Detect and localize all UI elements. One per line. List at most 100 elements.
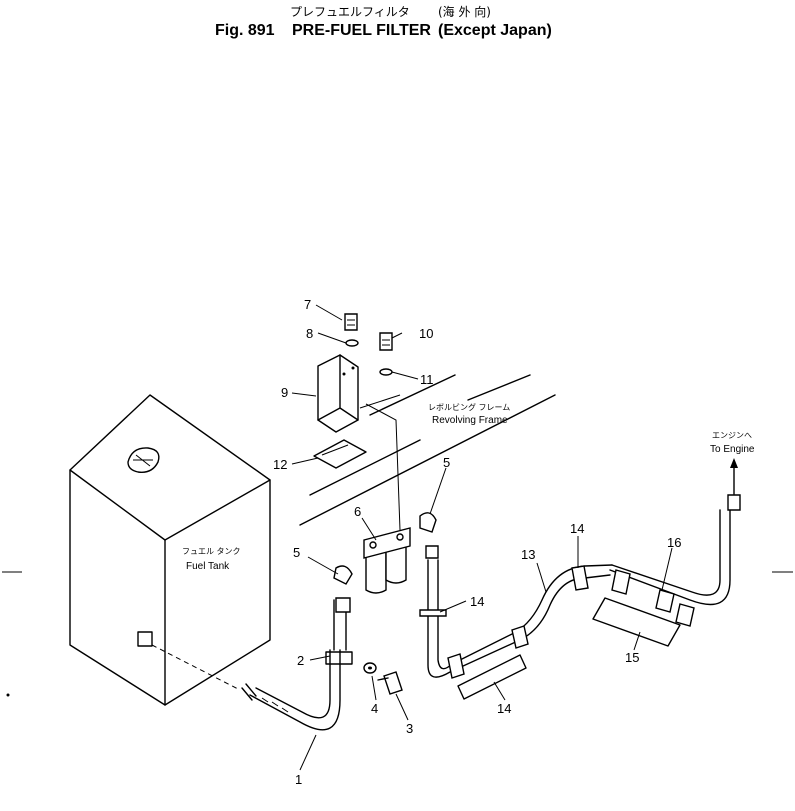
leader-9 — [291, 392, 317, 397]
bracket-to-filter-line — [365, 403, 401, 531]
callout-15: 15 — [625, 650, 639, 665]
callout-13: 13 — [521, 547, 535, 562]
tank-outlet-port — [137, 631, 153, 647]
leader-11 — [391, 371, 419, 380]
region-english: (Except Japan) — [438, 22, 552, 39]
fuel-tank: フュエル タンク Fuel Tank — [69, 394, 271, 706]
callout-14-upper: 14 — [470, 594, 484, 609]
callout-7: 7 — [304, 297, 311, 312]
engine-label-jp: エンジンへ — [712, 431, 752, 440]
leader-7 — [315, 304, 343, 321]
callout-11: 11 — [420, 372, 434, 387]
callout-5-left: 5 — [293, 545, 300, 560]
clamp-16-left — [611, 569, 631, 595]
bracket-assembly — [313, 313, 401, 531]
figure-title: プレフュエルフィルタ Fig. 891 PRE-FUEL FILTER (海 外… — [215, 4, 552, 39]
frame-label-en: Revolving Frame — [432, 415, 508, 426]
clamp-14-top — [571, 565, 589, 591]
bracket-9-edges — [317, 354, 359, 421]
frame-line-2 — [369, 374, 456, 416]
pipe-clamps-14 — [419, 565, 589, 700]
leader-16 — [661, 547, 673, 591]
engine-connection: エンジンへ To Engine — [710, 431, 755, 511]
callout-16: 16 — [667, 535, 681, 550]
riser-pipe-left — [333, 565, 353, 651]
bolt-7-thread — [347, 319, 355, 326]
leader-14-lower — [493, 681, 506, 701]
tank-cap-detail — [133, 454, 153, 467]
leader-13 — [536, 562, 547, 593]
leader-6 — [361, 517, 377, 541]
callout-4: 4 — [371, 701, 378, 716]
callout-5-right: 5 — [443, 455, 450, 470]
filter-port-b — [396, 533, 404, 541]
pre-fuel-filter — [363, 527, 411, 594]
clamp-assembly — [325, 651, 403, 695]
bolt-3-shank — [377, 677, 389, 681]
leader-14-upper — [439, 600, 467, 613]
tank-filler-cap — [127, 447, 160, 473]
bolt-10-thread — [382, 339, 390, 346]
frame-label-jp: レボルビング フレーム — [428, 402, 510, 412]
hose-1-braid — [261, 697, 289, 713]
callout-8: 8 — [306, 326, 313, 341]
hose-1-fitting — [241, 683, 257, 701]
filter-cartridge-left — [365, 547, 387, 594]
clamp-14-upper — [419, 609, 447, 617]
clamp-14-lower — [447, 653, 465, 679]
callout-1: 1 — [295, 772, 302, 787]
outlet-fitting — [419, 512, 439, 559]
pipe-nut-top — [425, 545, 439, 559]
clamp-15-seat — [675, 603, 695, 627]
tank-top-edge — [69, 469, 271, 541]
bolt-7 — [344, 313, 358, 331]
bracket-9-body — [317, 354, 359, 433]
frame-line-4 — [309, 439, 421, 496]
callout-10: 10 — [419, 326, 433, 341]
callout-14-top: 14 — [570, 521, 584, 536]
revolving-frame: レボルビング フレーム Revolving Frame — [299, 374, 556, 526]
clamp-14-block — [457, 654, 527, 700]
pipe-13-wall-b — [437, 559, 613, 670]
callout-6: 6 — [354, 504, 361, 519]
figure-name: PRE-FUEL FILTER — [292, 22, 431, 39]
frame-line-3 — [467, 374, 531, 401]
riser-nut — [335, 597, 351, 613]
bracket-hole-a — [342, 372, 346, 376]
pipe-13-continuation-b — [611, 509, 721, 596]
engine-arrow-icon — [730, 458, 738, 468]
plate-12-edge — [321, 444, 349, 456]
tank-hidden-line — [151, 644, 241, 691]
leader-5-right — [429, 467, 447, 515]
tank-outline — [69, 394, 271, 706]
hose-1-outer — [249, 649, 341, 731]
leader-2 — [309, 655, 331, 661]
washer-4-hole — [368, 666, 372, 670]
leader-lines — [291, 304, 673, 771]
bolt-10 — [379, 332, 393, 351]
leader-10 — [391, 332, 403, 339]
leader-15 — [633, 631, 641, 651]
pipe-13-continuation-a — [609, 509, 731, 606]
leader-4 — [371, 675, 377, 701]
frame-line-1 — [299, 394, 556, 526]
block-15 — [592, 597, 681, 647]
leader-12 — [291, 457, 319, 465]
leader-3 — [395, 693, 409, 721]
hose-1 — [241, 649, 341, 731]
filter-cartridge-right — [385, 541, 407, 584]
callout-2: 2 — [297, 653, 304, 668]
engine-hose-nut — [727, 494, 741, 511]
filter-port-a — [369, 541, 377, 549]
washer-11 — [379, 368, 393, 376]
region-japanese: (海 外 向) — [438, 4, 491, 19]
pipe-13-wall-a — [427, 559, 611, 678]
bracket-guide-line — [359, 394, 401, 409]
engine-label-en: To Engine — [710, 444, 755, 455]
hose-1-inner — [255, 649, 331, 719]
fuel-tank-label-en: Fuel Tank — [186, 561, 230, 572]
leader-5-left — [307, 556, 339, 575]
callout-numbers: 7 8 10 11 9 12 6 5 5 2 1 4 3 13 14 14 14… — [273, 297, 681, 787]
elbow-fitting-5-left — [333, 565, 353, 585]
title-japanese: プレフュエルフィルタ — [290, 5, 410, 19]
